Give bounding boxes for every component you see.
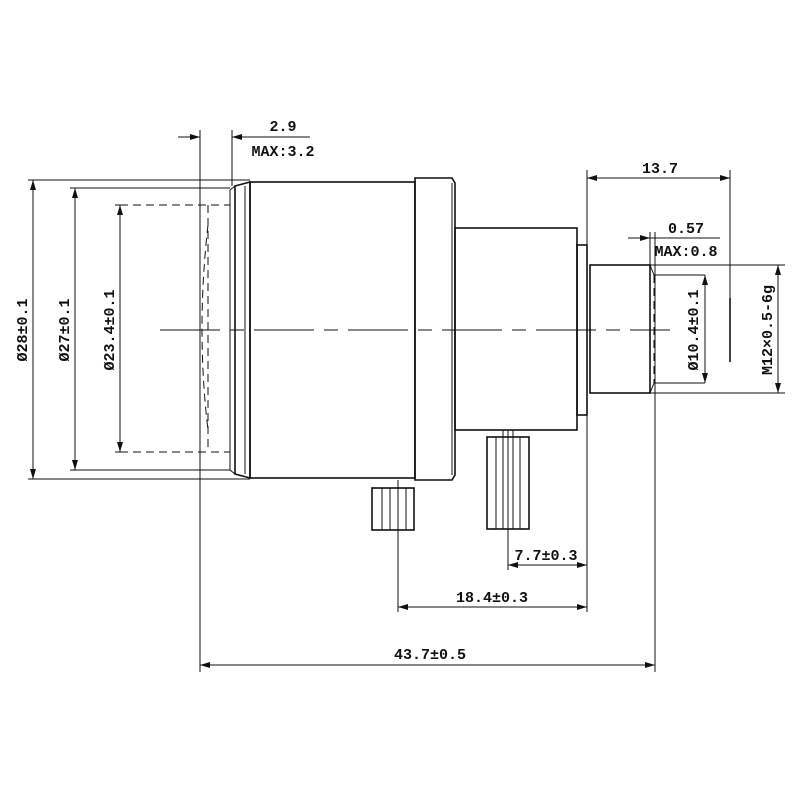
dim-flange-back: 2.9 [269,119,296,136]
lens-body [75,177,705,531]
dim-rear-diameter: Ø10.4±0.1 [686,289,703,370]
dim-front-diameter: Ø27±0.1 [57,298,74,361]
dimension-lines [30,134,781,668]
dim-total-length: 43.7±0.5 [394,647,466,664]
iris-screw [486,430,530,530]
m12-thread [589,264,651,394]
dim-glass-diameter: Ø23.4±0.1 [102,289,119,370]
rear-body [454,227,578,431]
dim-screw2: 18.4±0.3 [456,590,528,607]
focus-screw [371,480,415,531]
dim-screw1: 7.7±0.3 [514,548,577,565]
dim-back-focus: 0.57 [668,221,704,238]
dim-thread: M12×0.5-6g [760,285,777,375]
dim-flange-back-max: MAX:3.2 [251,144,314,161]
dim-outer-diameter: Ø28±0.1 [15,298,32,361]
extension-lines [28,130,785,672]
glass-curve [201,224,209,431]
dim-rear-length: 13.7 [642,161,678,178]
focus-flange [414,177,456,481]
dim-back-focus-max: MAX:0.8 [654,244,717,261]
